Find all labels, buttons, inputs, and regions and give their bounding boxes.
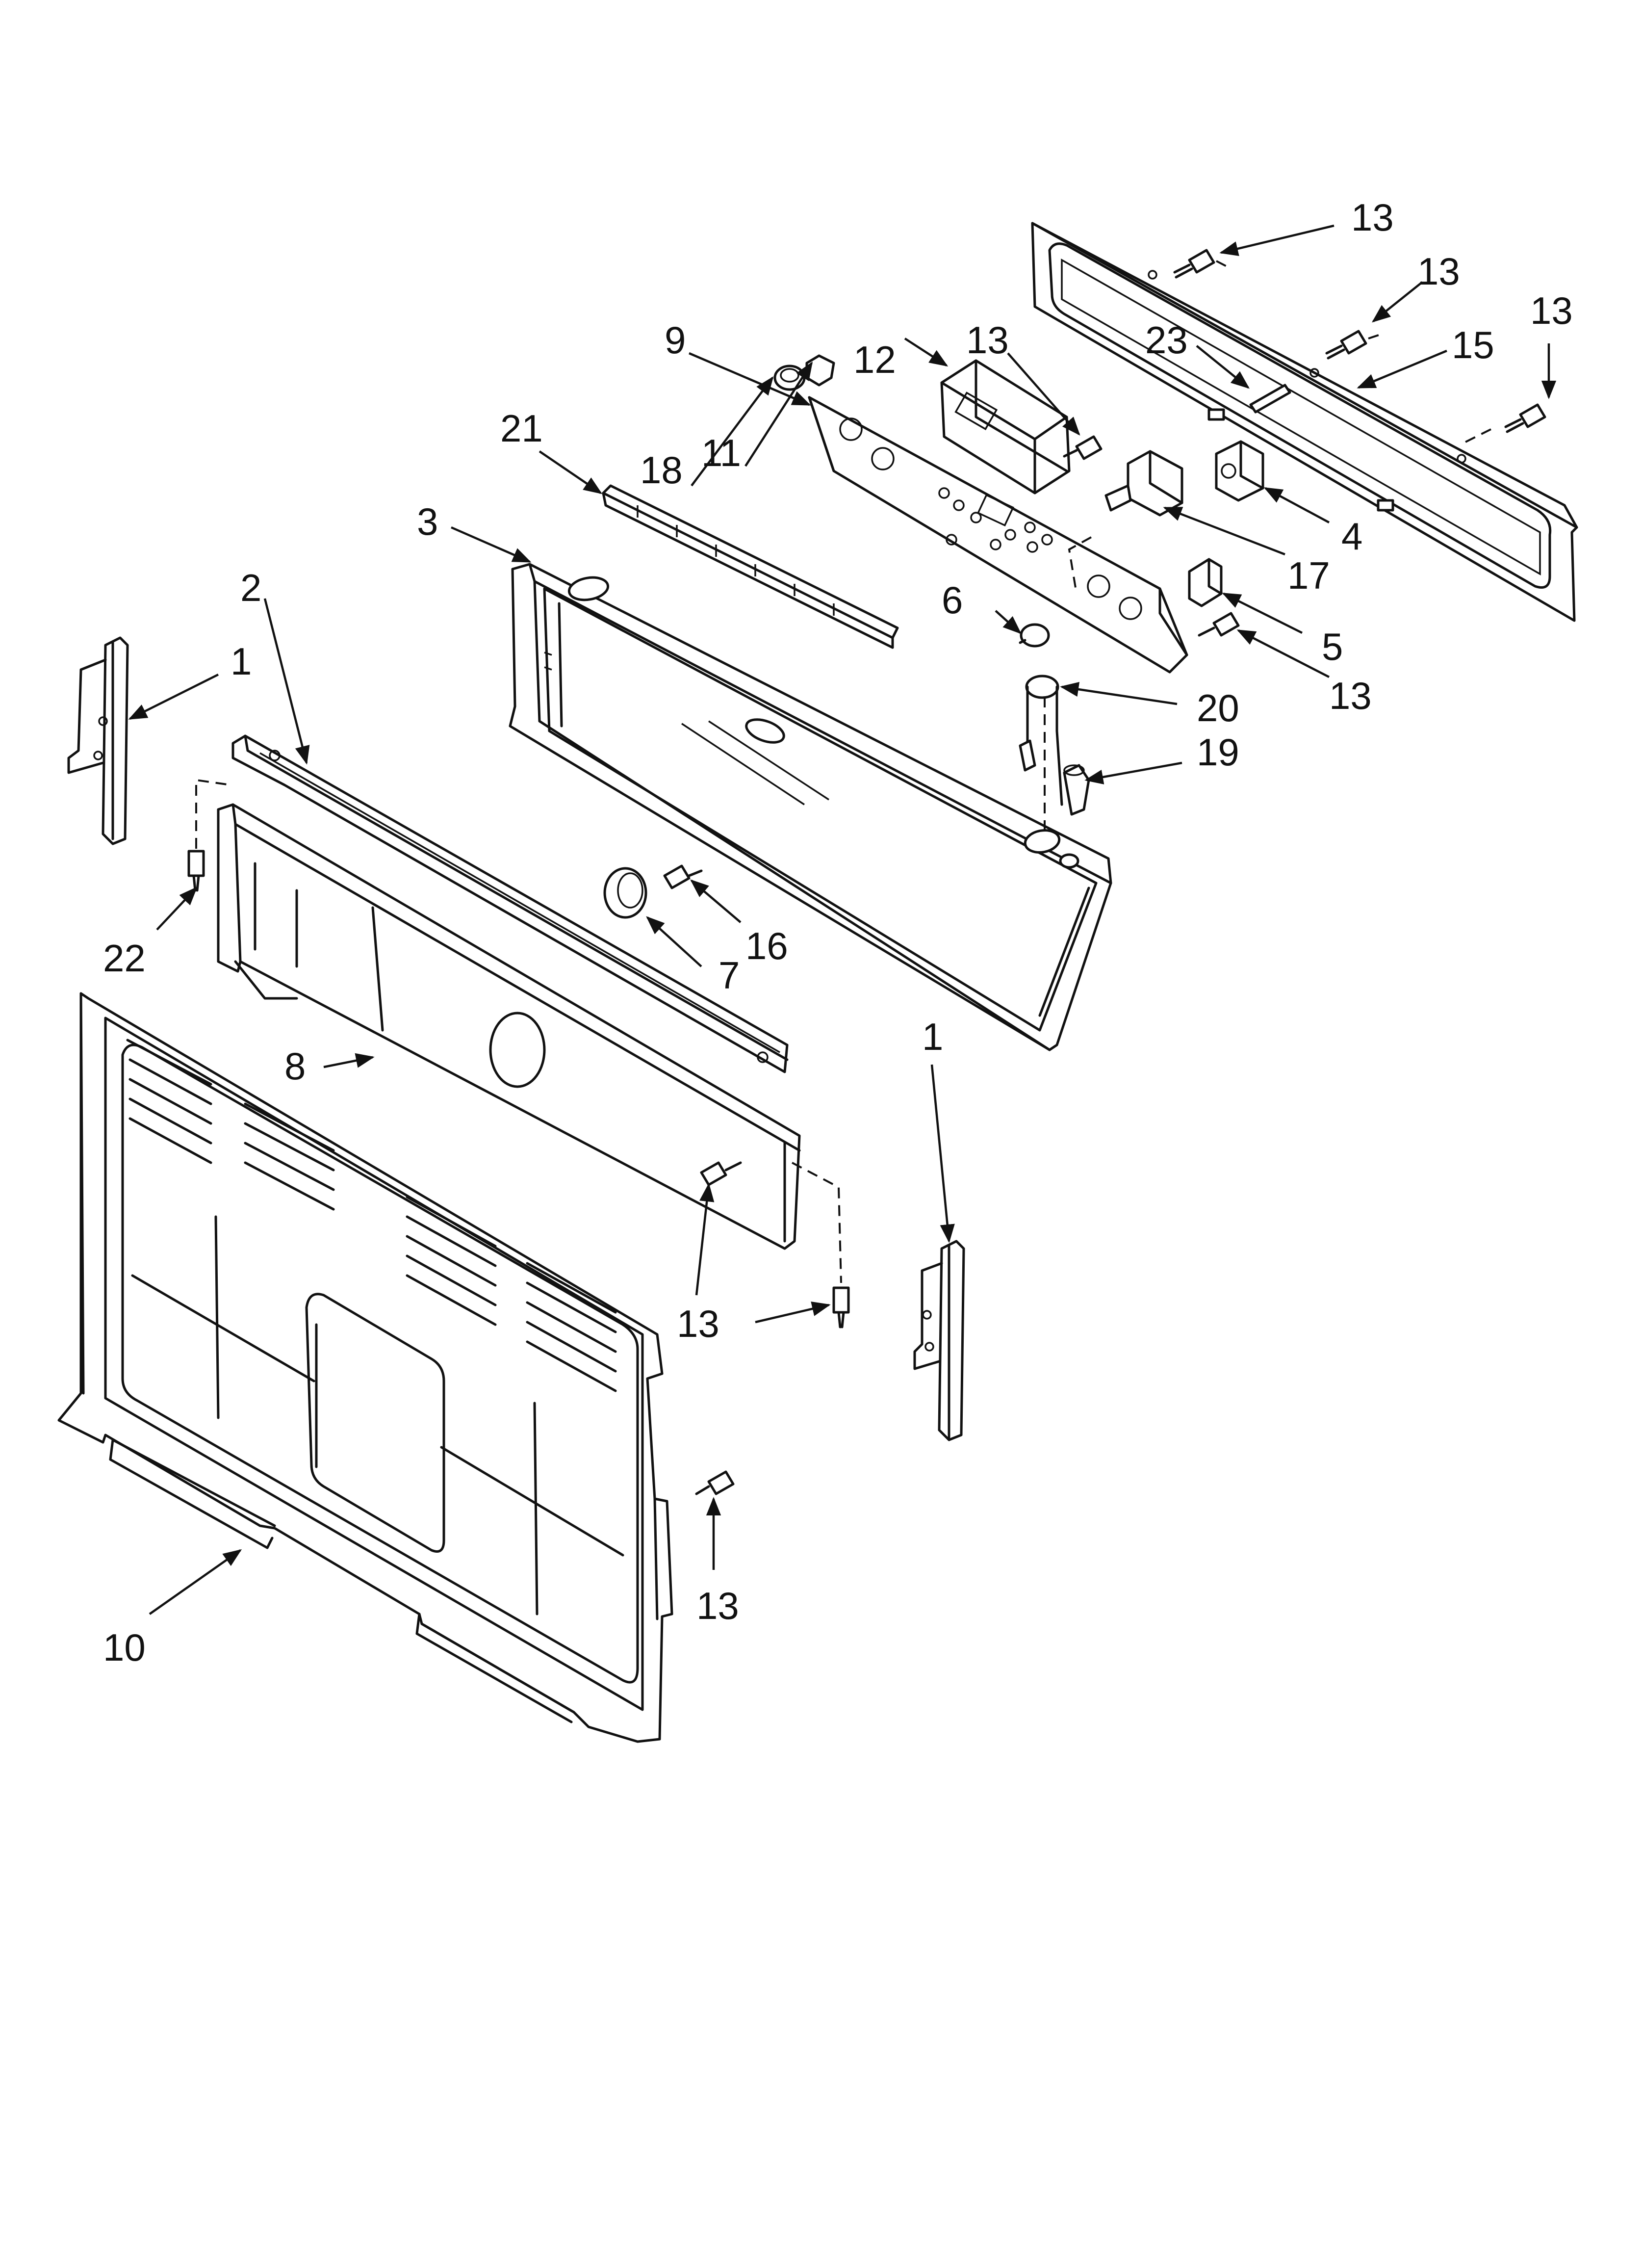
part-21-bracket xyxy=(602,484,899,649)
callout-13: 13 xyxy=(677,1302,719,1345)
callout-10: 10 xyxy=(103,1626,146,1669)
part-16-screw xyxy=(663,864,703,889)
part-15-rear-trim-panel xyxy=(1031,222,1578,622)
screw-13-lower-c xyxy=(695,1470,735,1495)
callout-11: 11 xyxy=(701,431,741,474)
callout-16: 16 xyxy=(745,924,788,967)
callout-17: 17 xyxy=(1287,554,1330,597)
leader-arrows xyxy=(128,224,1557,1615)
part-10-rear-panel xyxy=(57,992,673,1743)
callout-13: 13 xyxy=(966,318,1009,362)
part-12-clock-module xyxy=(940,359,1071,495)
callout-18: 18 xyxy=(640,448,683,492)
part-1-left-bracket xyxy=(67,636,129,845)
callout-20: 20 xyxy=(1197,686,1239,730)
callout-22: 22 xyxy=(103,937,146,980)
callout-19: 19 xyxy=(1197,730,1239,774)
part-1-right-bracket xyxy=(913,1240,965,1441)
callout-1: 1 xyxy=(922,1015,943,1058)
callout-23: 23 xyxy=(1145,318,1188,362)
screw-13-module xyxy=(1063,435,1103,460)
callout-5: 5 xyxy=(1322,625,1343,668)
callout-9: 9 xyxy=(665,318,686,362)
callout-13: 13 xyxy=(1351,196,1394,239)
part-18-knob xyxy=(773,365,806,391)
callout-13: 13 xyxy=(1417,250,1460,293)
part-19-light xyxy=(1063,764,1090,816)
part-6-plug xyxy=(1019,623,1050,648)
part-9-control-panel xyxy=(808,396,1188,674)
guide-13-right xyxy=(792,1162,842,1283)
callout-12: 12 xyxy=(853,338,896,381)
part-20-switch-assembly xyxy=(1019,675,1063,834)
part-5-terminal-block xyxy=(1188,558,1223,607)
screw-13-top-a xyxy=(1173,249,1229,279)
callout-3: 3 xyxy=(417,500,438,543)
part-7-knob xyxy=(603,867,647,919)
callout-6: 6 xyxy=(942,578,963,622)
guide-22 xyxy=(195,779,231,849)
part-3-console xyxy=(509,563,1112,1051)
screw-13-lower-b xyxy=(832,1286,850,1329)
callout-8: 8 xyxy=(284,1044,306,1088)
part-4-selector-switch xyxy=(1215,440,1264,502)
screw-13-top-c xyxy=(1461,403,1546,445)
callout-2: 2 xyxy=(240,566,261,609)
part-8-inner-panel xyxy=(217,803,801,1250)
callout-1: 1 xyxy=(231,640,252,683)
screw-13-lower-a xyxy=(700,1161,742,1186)
part-22-screw xyxy=(187,850,205,892)
callout-13: 13 xyxy=(1530,289,1573,332)
screw-13-right xyxy=(1198,612,1240,637)
callout-7: 7 xyxy=(718,954,740,997)
callout-15: 15 xyxy=(1452,323,1494,366)
part-23-clip xyxy=(1249,384,1291,414)
callout-4: 4 xyxy=(1341,515,1362,558)
part-17-switch xyxy=(1104,450,1183,517)
part-2-top-bracket xyxy=(231,734,789,1073)
callout-13: 13 xyxy=(1329,674,1372,717)
part-11-insert xyxy=(805,354,835,387)
screw-13-top-b xyxy=(1325,330,1384,360)
callout-21: 21 xyxy=(500,407,543,450)
callout-labels: 13 13 13 15 23 13 12 9 21 18 11 3 4 17 6… xyxy=(103,196,1573,1669)
callout-13: 13 xyxy=(696,1584,739,1627)
